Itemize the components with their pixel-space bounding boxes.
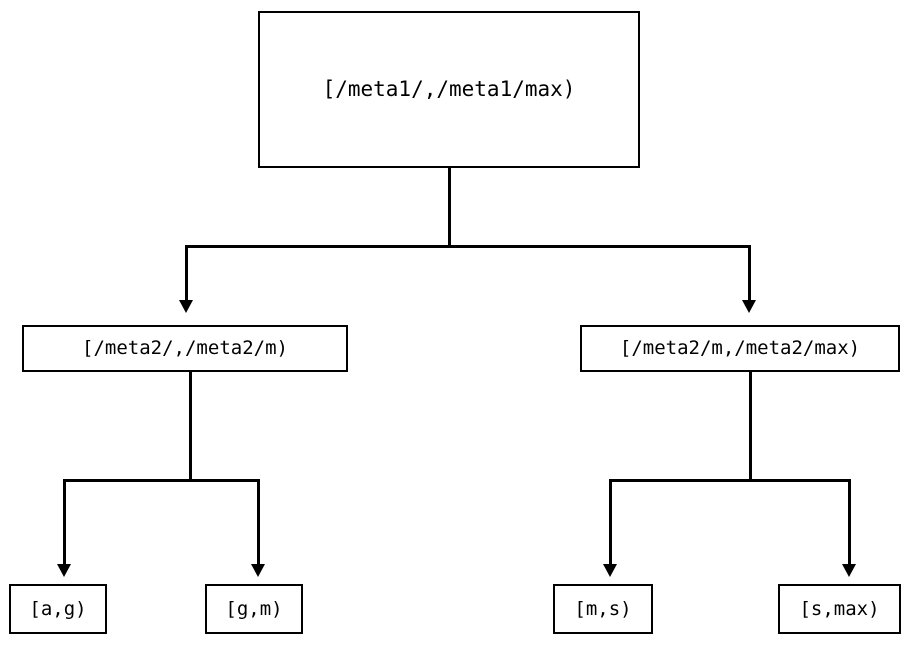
- arrowhead-root-to-mid-right: [742, 300, 756, 313]
- tree-node-leaf-g-m-label: [g,m): [225, 597, 283, 620]
- edge-root-to-mid-right-drop: [748, 245, 751, 302]
- tree-node-leaf-a-g[interactable]: [a,g): [9, 584, 107, 634]
- edge-mid-left-stem: [189, 372, 192, 482]
- edge-root-to-mid-left-drop: [185, 245, 188, 302]
- tree-node-leaf-a-g-label: [a,g): [29, 597, 87, 620]
- edge-mid-left-to-leaf1-drop: [63, 479, 66, 566]
- arrowhead-mid-right-to-leaf3: [603, 564, 617, 577]
- edge-mid-left-to-leaf2-drop: [257, 479, 260, 566]
- edge-root-stem: [448, 168, 451, 247]
- tree-node-root[interactable]: [/meta1/,/meta1/max): [258, 11, 640, 168]
- tree-node-mid-left[interactable]: [/meta2/,/meta2/m): [22, 325, 348, 372]
- tree-node-mid-right-label: [/meta2/m,/meta2/max): [619, 337, 861, 359]
- tree-node-leaf-s-max[interactable]: [s,max): [778, 584, 901, 634]
- edge-mid-left-bar: [63, 479, 260, 482]
- tree-node-leaf-m-s[interactable]: [m,s): [553, 584, 653, 634]
- arrowhead-mid-right-to-leaf4: [842, 564, 856, 577]
- edge-mid-right-to-leaf3-drop: [609, 479, 612, 566]
- edge-root-bar: [185, 245, 751, 248]
- tree-node-leaf-s-max-label: [s,max): [799, 597, 880, 620]
- edge-mid-right-bar: [609, 479, 851, 482]
- edge-mid-right-stem: [749, 372, 752, 482]
- tree-node-root-label: [/meta1/,/meta1/max): [322, 77, 576, 101]
- tree-node-mid-left-label: [/meta2/,/meta2/m): [82, 337, 288, 359]
- tree-node-leaf-m-s-label: [m,s): [574, 597, 632, 620]
- arrowhead-root-to-mid-left: [179, 300, 193, 313]
- tree-node-leaf-g-m[interactable]: [g,m): [205, 584, 303, 634]
- tree-node-mid-right[interactable]: [/meta2/m,/meta2/max): [580, 325, 900, 372]
- arrowhead-mid-left-to-leaf2: [251, 564, 265, 577]
- edge-mid-right-to-leaf4-drop: [848, 479, 851, 566]
- arrowhead-mid-left-to-leaf1: [57, 564, 71, 577]
